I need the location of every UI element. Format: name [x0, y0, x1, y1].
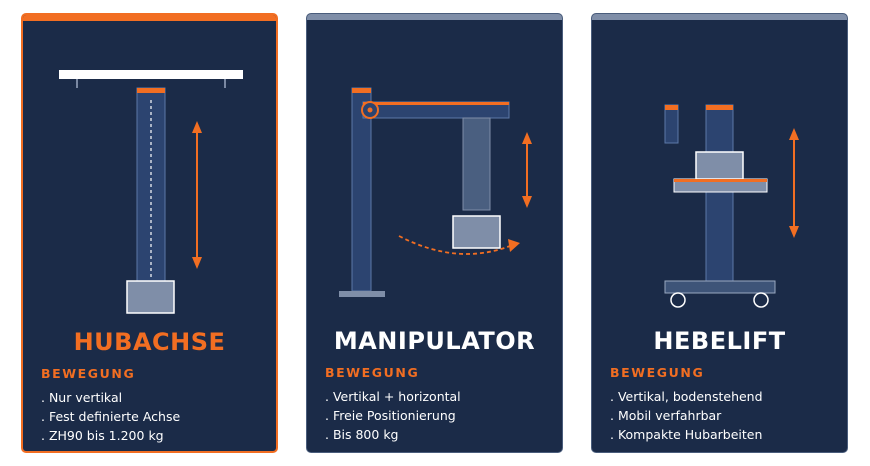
list-item: . Vertikal, bodenstehend: [610, 389, 763, 404]
vertical-boom: [462, 117, 491, 211]
section-label: BEWEGUNG: [325, 365, 420, 380]
joint-pivot: [361, 101, 379, 119]
swing-arrow: [398, 235, 520, 255]
list-item: . Kompakte Hubarbeiten: [610, 427, 763, 442]
mast-base: [339, 291, 385, 297]
load-block: [452, 215, 501, 249]
lift-base: [664, 280, 776, 294]
wheel-right: [753, 292, 769, 308]
manipulator-illustration: [339, 87, 532, 297]
wheel-left: [670, 292, 686, 308]
card-title: HUBACHSE: [73, 328, 226, 356]
list-item: . Mobil verfahrbar: [610, 408, 722, 423]
mast-cap: [352, 88, 371, 93]
card-title: MANIPULATOR: [333, 327, 536, 355]
card-accent-bar: [23, 15, 276, 21]
feature-list: . Vertikal + horizontal . Freie Position…: [325, 387, 461, 444]
card-hebelift: HEBELIFT BEWEGUNG . Vertikal, bodenstehe…: [591, 13, 848, 453]
load-block: [695, 151, 744, 180]
hubachse-illustration: [59, 70, 243, 314]
list-item: . Vertikal + horizontal: [325, 389, 461, 404]
hebelift-illustration: [664, 104, 799, 308]
handle-post: [664, 104, 679, 144]
feature-list: . Vertikal, bodenstehend . Mobil verfahr…: [610, 387, 763, 444]
vertical-arrow: [789, 128, 799, 238]
list-item: . ZH90 bis 1.200 kg: [41, 428, 164, 443]
ceiling-rail: [59, 70, 243, 79]
lift-column: [705, 104, 734, 282]
list-item: . Nur vertikal: [41, 390, 123, 405]
arm-top-stripe: [363, 102, 509, 105]
column-cap: [137, 88, 165, 93]
vertical-arrow: [522, 132, 532, 208]
vertical-arrow: [192, 121, 202, 269]
load-block: [126, 280, 175, 314]
feature-list: . Nur vertikal . Fest definierte Achse .…: [41, 388, 180, 445]
card-accent-bar: [592, 14, 847, 20]
section-label: BEWEGUNG: [41, 366, 136, 381]
list-item: . Freie Positionierung: [325, 408, 456, 423]
platform-stripe: [674, 179, 767, 182]
column-cap: [706, 105, 733, 110]
list-item: . Bis 800 kg: [325, 427, 399, 442]
card-hubachse: HUBACHSE BEWEGUNG . Nur vertikal . Fest …: [21, 13, 278, 453]
handle-cap: [665, 105, 678, 110]
card-title: HEBELIFT: [653, 327, 786, 355]
card-manipulator: MANIPULATOR BEWEGUNG . Vertikal + horizo…: [306, 13, 563, 453]
card-accent-bar: [307, 14, 562, 20]
section-label: BEWEGUNG: [610, 365, 705, 380]
list-item: . Fest definierte Achse: [41, 409, 181, 424]
